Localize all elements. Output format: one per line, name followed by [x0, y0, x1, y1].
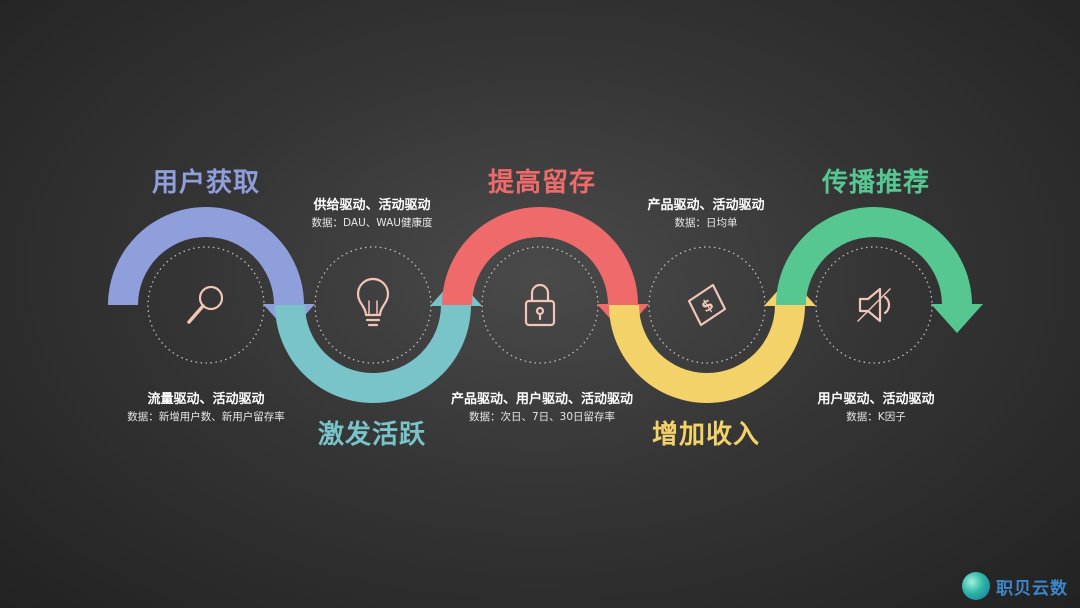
svg-text:$: $ [697, 294, 717, 316]
stage-1-title: 用户获取 [151, 168, 261, 198]
stage-3-metric: 数据：次日、7日、30日留存率 [468, 411, 616, 423]
lightbulb-icon [356, 277, 390, 327]
speaker-icon [857, 287, 891, 323]
stage-3-drivers: 产品驱动、用户驱动、活动驱动 [450, 392, 634, 407]
stage-2-title: 激发活跃 [317, 420, 427, 450]
stage-1-drivers: 流量驱动、活动驱动 [147, 392, 265, 407]
stage-3-arc [442, 207, 638, 305]
stage-4-metric: 数据：日均单 [674, 217, 738, 229]
stage-3-ring [481, 246, 599, 364]
stage-1-ring [147, 246, 265, 364]
stage-5-drivers: 用户驱动、活动驱动 [817, 392, 935, 407]
stage-5-arc [776, 207, 972, 305]
stage-2-ring [314, 246, 432, 364]
brand-watermark: 职贝云数 [962, 572, 1068, 600]
stage-5-arrowhead [931, 304, 983, 333]
stage-3-title: 提高留存 [487, 168, 597, 198]
stage-5-title: 传播推荐 [821, 168, 931, 198]
stage-4-arc [609, 305, 805, 403]
stage-4-title: 增加收入 [651, 420, 761, 450]
stage-1-arc [108, 207, 304, 305]
stage-2-metric: 数据：DAU、WAU健康度 [311, 217, 433, 229]
stage-1-metric: 数据：新增用户数、新用户留存率 [127, 411, 285, 423]
brand-name: 职贝云数 [996, 578, 1068, 599]
stage-5-metric: 数据：K因子 [846, 411, 906, 423]
money-icon: $ [687, 283, 727, 327]
lock-icon [524, 283, 556, 327]
stage-2-arc [275, 305, 471, 403]
stage-2-drivers: 供给驱动、活动驱动 [313, 198, 431, 213]
magnifier-icon [187, 285, 224, 324]
stage-4-drivers: 产品驱动、活动驱动 [647, 198, 765, 213]
stage-5-group [776, 207, 983, 364]
globe-logo-icon [962, 572, 990, 600]
